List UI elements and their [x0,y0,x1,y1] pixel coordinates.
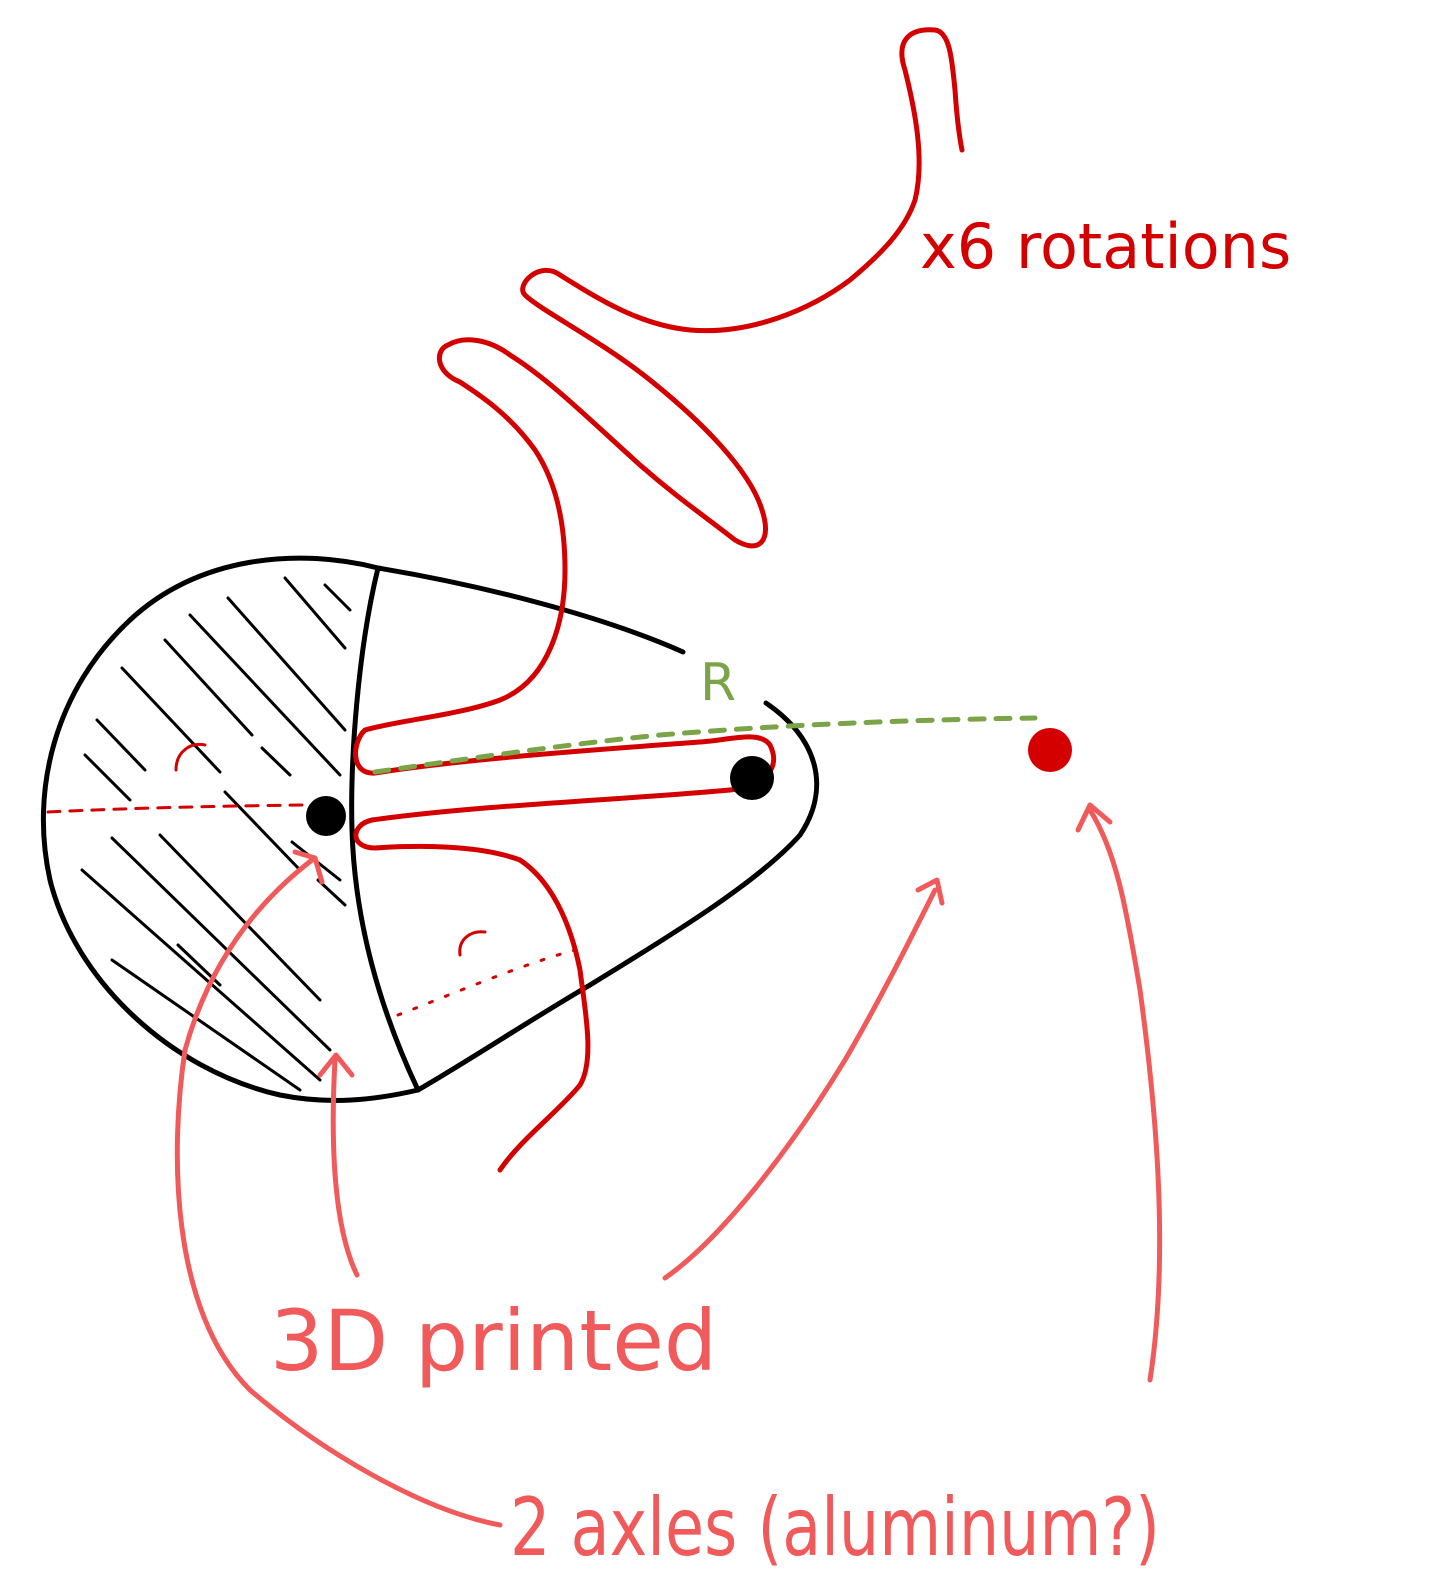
cam-nose-edge [415,700,820,1093]
axle-arm [730,756,774,800]
lower-dotted-line [396,948,577,1017]
annotation-arrows [174,802,1163,1528]
arrow-printed-to-cam [330,1057,360,1278]
cam-upper-edge [375,565,686,655]
cam-divider-arc [349,565,421,1093]
arrow-head-arm [915,877,945,906]
arrow-axles-to-pivot [1087,807,1163,1383]
label-axles: 2 axles (aluminum?) [510,1481,1160,1574]
arm-linkage [353,27,965,1173]
left-dashed-arc [174,742,207,772]
cam-hatching [80,576,352,1092]
arrow-head-pivot [1075,802,1113,833]
lower-dotted-arc [458,930,487,957]
label-radius: R [700,653,736,713]
label-rotations: x6 rotations [920,210,1291,283]
cam-round-outline [40,555,421,1103]
label-3d-printed: 3D printed [270,1292,717,1390]
radius-line [372,715,1038,775]
pivot-point-red [1028,728,1072,772]
axle-left [306,796,346,836]
arrow-axles-to-left-axle [174,857,503,1528]
arrow-head-left-axle [292,849,325,885]
left-dashed-line [46,803,307,814]
arrow-head-cam [317,1052,355,1078]
arrow-printed-to-arm [662,887,938,1281]
cam-body [40,555,820,1103]
